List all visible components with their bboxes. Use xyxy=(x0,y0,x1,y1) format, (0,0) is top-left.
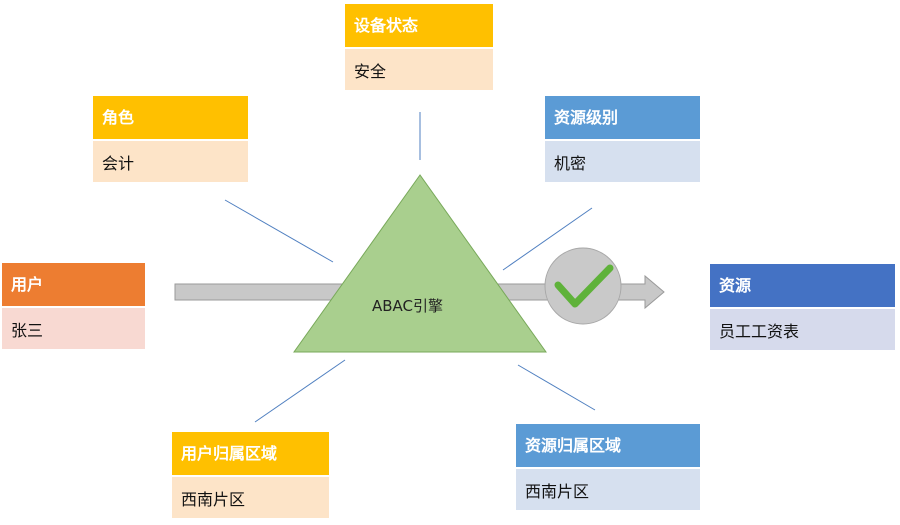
card-resource-level-value: 机密 xyxy=(545,141,700,182)
card-user-region-value: 西南片区 xyxy=(172,477,329,518)
card-resource-level: 资源级别 机密 xyxy=(545,96,700,182)
card-role-title: 角色 xyxy=(93,96,248,139)
abac-engine-triangle xyxy=(293,174,547,353)
checkmark-icon xyxy=(544,247,622,325)
engine-label: ABAC引擎 xyxy=(372,297,444,315)
card-resource-region: 资源归属区域 西南片区 xyxy=(516,424,700,510)
card-user-title: 用户 xyxy=(2,263,145,306)
card-resource-level-title: 资源级别 xyxy=(545,96,700,139)
card-role: 角色 会计 xyxy=(93,96,248,182)
card-device-status-title: 设备状态 xyxy=(345,4,493,47)
connector-user-region xyxy=(254,359,346,423)
connector-role xyxy=(224,199,334,263)
card-resource-region-title: 资源归属区域 xyxy=(516,424,700,467)
card-resource: 资源 员工工资表 xyxy=(710,264,895,350)
card-resource-title: 资源 xyxy=(710,264,895,307)
card-device-status-value: 安全 xyxy=(345,49,493,90)
card-resource-value: 员工工资表 xyxy=(710,309,895,350)
card-resource-region-value: 西南片区 xyxy=(516,469,700,510)
card-user-region: 用户归属区域 西南片区 xyxy=(172,432,329,518)
card-user-value: 张三 xyxy=(2,308,145,349)
card-user: 用户 张三 xyxy=(2,263,145,349)
connector-res-region xyxy=(517,364,596,411)
card-user-region-title: 用户归属区域 xyxy=(172,432,329,475)
connector-level xyxy=(502,207,593,271)
card-device-status: 设备状态 安全 xyxy=(345,4,493,90)
card-role-value: 会计 xyxy=(93,141,248,182)
